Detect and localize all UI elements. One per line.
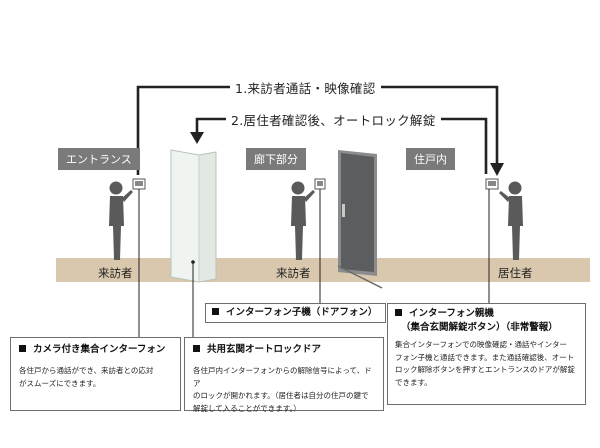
master-unit-box: インターフォン親機 （集合玄関解錠ボタン）（非常警報） 集合インターフォンでの映… — [387, 303, 586, 405]
autolock-door-box: 共用玄関オートロックドア 各住戸内インターフォンからの解除信号によって、ドア の… — [184, 337, 384, 413]
bullet-square — [19, 345, 26, 352]
person-label-resident: 居住者 — [498, 266, 533, 280]
person-label-visitor-entrance: 来訪者 — [98, 266, 133, 280]
camera-intercom-title: カメラ付き集合インターフォン — [33, 344, 166, 355]
door-phone-box: インターフォン子機（ドアフォン） — [205, 303, 386, 323]
master-unit-device — [485, 178, 499, 190]
autolock-door-desc-line2: のロックが開かれます。（居住者は自分の住戸の鍵で — [193, 391, 369, 400]
unit-door — [337, 150, 383, 289]
resident-person — [499, 181, 523, 260]
autolock-door-desc-line3: 解錠して入ることができます。） — [193, 403, 301, 413]
floor-band — [56, 258, 590, 282]
bullet-square — [212, 308, 219, 315]
camera-intercom-desc-line1: 各住戸から通話ができ、来訪者との応対 — [19, 366, 154, 375]
visitor-corridor-person — [291, 181, 315, 260]
entrance-door — [170, 149, 217, 283]
master-unit-desc-line3: ロック解除ボタンを押すとエントランスのドアが解錠 — [395, 365, 575, 374]
master-unit-desc-line2: フォン子機と通話できます。また通話確認後、オート — [395, 352, 575, 362]
visitor-entrance-person — [109, 181, 133, 260]
autolock-door-title: 共用玄関オートロックドア — [207, 344, 322, 355]
master-unit-desc-line1: 集合インターフォンでの映像確認・通話やインター — [395, 340, 568, 349]
flow-label-unlock: 2.居住者確認後、オートロック解錠 — [226, 110, 441, 129]
door-phone-title: インターフォン子機（ドアフォン） — [226, 307, 378, 318]
master-unit-desc-line4: できます。 — [395, 377, 432, 387]
zone-tag-entrance: エントランス — [58, 148, 140, 170]
flow-arrow-unlock-head — [190, 132, 204, 144]
master-unit-title-line2: （集合玄関解錠ボタン）（非常警報） — [401, 322, 558, 333]
flow-label-call: 1.来訪者通話・映像確認 — [230, 78, 381, 97]
camera-intercom-box: カメラ付き集合インターフォン 各住戸から通話ができ、来訪者との応対 がスムーズに… — [10, 337, 181, 411]
autolock-door-desc-line1: 各住戸内インターフォンからの解除信号によって、ドア — [193, 366, 372, 388]
door-phone-device — [314, 178, 326, 190]
master-unit-title-line1: インターフォン親機 — [409, 308, 494, 319]
person-label-visitor-corridor: 来訪者 — [276, 266, 311, 280]
zone-tag-corridor: 廊下部分 — [246, 148, 306, 170]
camera-intercom-desc-line2: がスムーズにできます。 — [19, 378, 101, 388]
bullet-square — [193, 345, 200, 352]
flow-arrow-call-head — [490, 163, 504, 176]
zone-tag-unit: 住戸内 — [406, 148, 455, 170]
bullet-square — [395, 309, 402, 316]
camera-intercom-device — [132, 178, 146, 190]
